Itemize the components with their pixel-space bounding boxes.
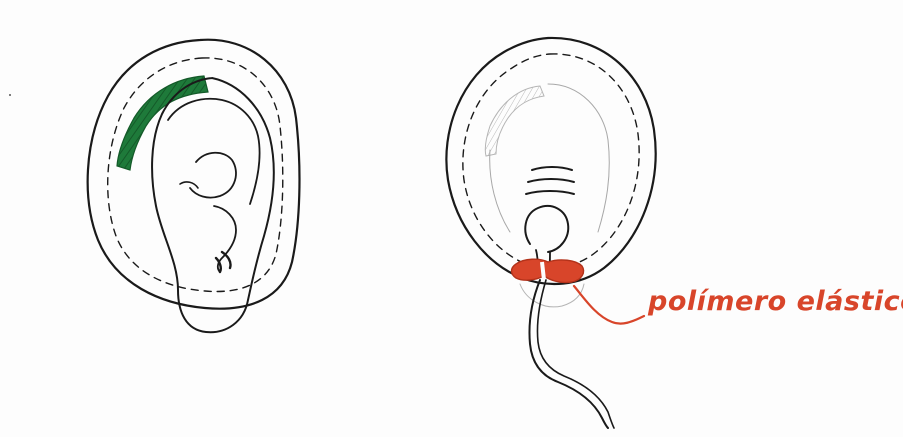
- elastic-polymer-label: polímero elástico: [647, 286, 903, 317]
- stray-mark: [9, 94, 11, 96]
- elastic-polymer-gap: [542, 262, 544, 280]
